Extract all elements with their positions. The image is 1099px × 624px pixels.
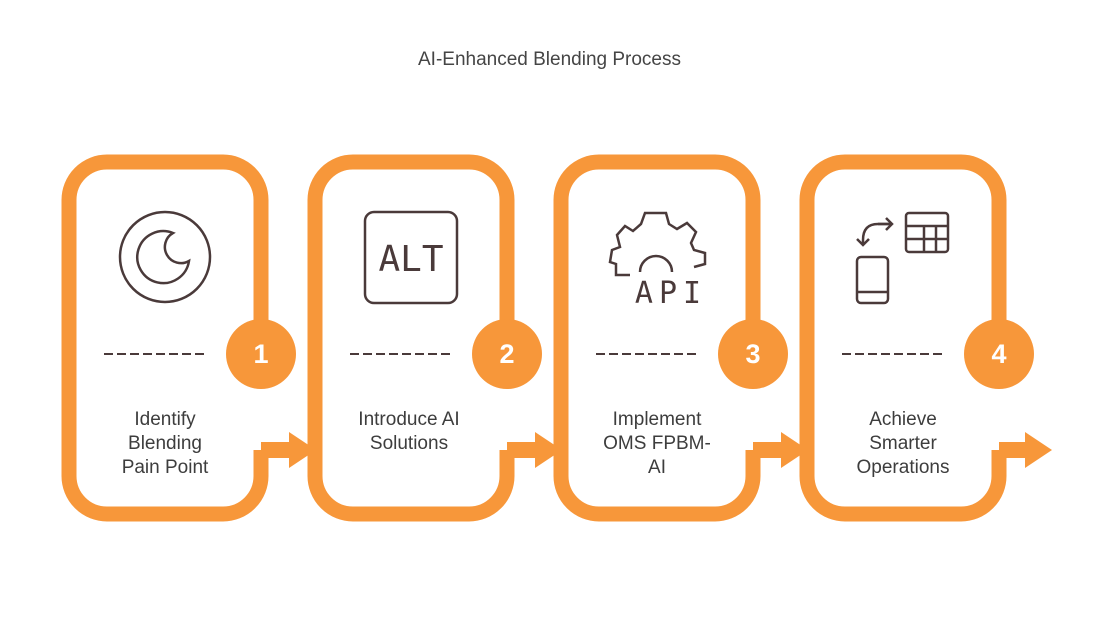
alt-icon-text: ALT — [378, 239, 443, 280]
step-2-frame — [307, 154, 515, 522]
diagram-title: AI-Enhanced Blending Process — [418, 49, 681, 70]
step-1-label: Identify Blending Pain Point — [90, 408, 240, 480]
step-3-label-line: Implement — [612, 409, 702, 430]
step-1-number: 1 — [253, 339, 269, 369]
step-3-label-line: AI — [648, 457, 666, 478]
step-2: ALT — [307, 154, 562, 522]
step-4-number: 4 — [991, 339, 1007, 369]
step-1 — [61, 154, 316, 522]
step-1-frame — [61, 154, 269, 522]
step-1-label-line: Identify — [134, 409, 196, 430]
step-2-arrow — [507, 432, 562, 468]
step-3-frame — [553, 154, 761, 522]
step-3-badge — [718, 319, 788, 389]
step-2-label-line: Introduce AI — [358, 409, 460, 430]
step-3-arrow — [753, 432, 808, 468]
step-4-badge — [964, 319, 1034, 389]
step-4-label-line: Operations — [856, 457, 950, 478]
gear-api-icon: API — [608, 211, 707, 311]
step-1-arrow — [261, 432, 316, 468]
step-3: API — [553, 154, 808, 522]
step-1-label-line: Blending — [128, 433, 202, 454]
step-2-number: 2 — [499, 339, 515, 369]
step-4-label-line: Smarter — [869, 433, 937, 454]
step-2-label-line: Solutions — [369, 433, 449, 454]
step-4 — [799, 154, 1052, 522]
api-icon-text: API — [635, 276, 707, 311]
step-3-label: Implement OMS FPBM- AI — [582, 408, 732, 480]
step-4-arrow — [999, 432, 1052, 468]
step-4-frame — [799, 154, 1007, 522]
step-3-label-line: OMS FPBM- — [603, 433, 711, 454]
step-3-number: 3 — [745, 339, 761, 369]
step-2-label: Introduce AI Solutions — [334, 408, 484, 456]
moon-circle-icon — [118, 210, 212, 304]
step-4-label: Achieve Smarter Operations — [828, 408, 978, 480]
step-1-badge — [226, 319, 296, 389]
step-4-label-line: Achieve — [869, 409, 937, 430]
step-2-badge — [472, 319, 542, 389]
device-table-sync-icon — [855, 211, 950, 305]
step-1-label-line: Pain Point — [121, 457, 209, 478]
alt-text-icon: ALT — [363, 210, 459, 305]
